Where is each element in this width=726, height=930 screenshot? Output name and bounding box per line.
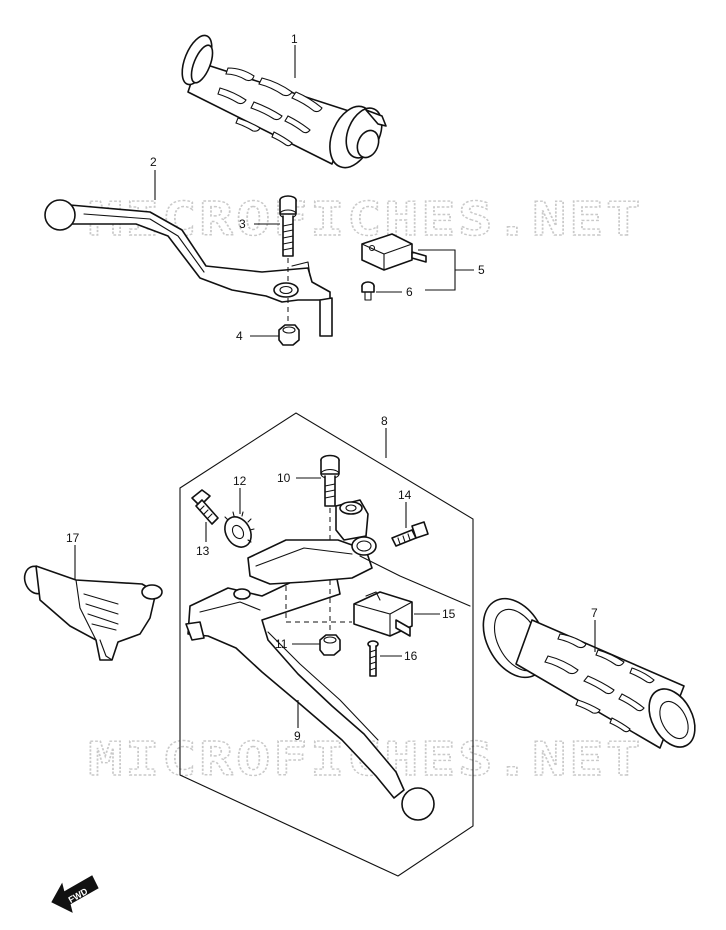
part-12-adjuster-wheel [224, 511, 255, 548]
callout-6: 6 [406, 285, 413, 299]
callout-16: 16 [404, 649, 418, 663]
part-9-clutch-lever [185, 573, 435, 821]
fwd-direction-arrow: FWD [51, 875, 99, 913]
callout-10: 10 [277, 471, 291, 485]
clutch-lever-perch [247, 499, 471, 607]
callout-12: 12 [233, 474, 247, 488]
part-1-handle-grip-left [181, 34, 387, 169]
callout-11: 11 [275, 637, 288, 651]
part-4-nut [278, 324, 300, 346]
part-10-clutch-pivot-bolt [320, 454, 340, 507]
callout-4: 4 [236, 329, 243, 343]
part-3-lever-pivot-bolt [279, 195, 297, 257]
callout-3: 3 [239, 217, 246, 231]
callout-8: 8 [381, 414, 388, 428]
part-7-handle-grip-right [482, 597, 696, 749]
part-14-clamp-bolt [391, 521, 429, 547]
part-6-switch-screw [361, 281, 375, 301]
callout-9: 9 [294, 729, 301, 743]
callout-5: 5 [478, 263, 485, 277]
part-5-front-stop-switch [361, 233, 427, 271]
callout-14: 14 [398, 488, 412, 502]
callout-2: 2 [150, 155, 157, 169]
part-15-clutch-switch [353, 591, 413, 637]
callout-17: 17 [66, 531, 80, 545]
callout-15: 15 [442, 607, 456, 621]
part-8-assembly-outline [179, 412, 474, 877]
part-17-throttle-housing [23, 565, 163, 661]
callout-13: 13 [196, 544, 210, 558]
part-13-adjuster-bolt [191, 489, 219, 525]
callout-7: 7 [591, 606, 598, 620]
part-11-nut [319, 634, 341, 656]
part-2-front-brake-lever [44, 199, 333, 337]
callout-1: 1 [291, 32, 298, 46]
part-16-switch-screw [367, 640, 379, 677]
